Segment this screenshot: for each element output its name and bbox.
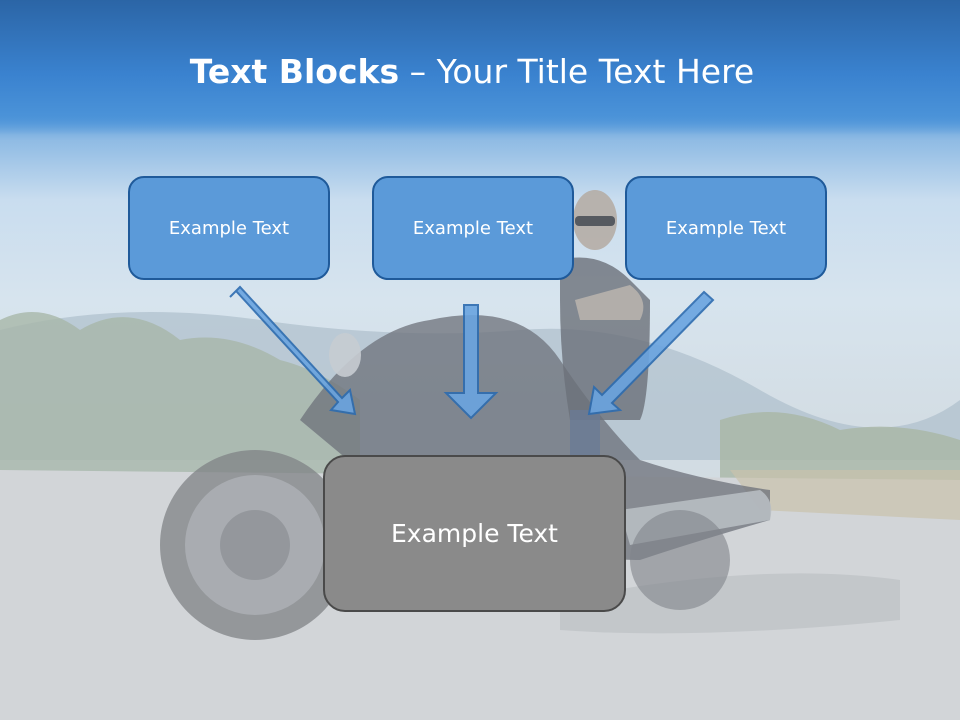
- title-bar: [0, 0, 960, 135]
- text-box-middle[interactable]: Example Text: [372, 176, 574, 280]
- text-box-right[interactable]: Example Text: [625, 176, 827, 280]
- arrow-middle: [443, 304, 499, 420]
- arrow-left: [229, 285, 357, 416]
- slide-title: Text Blocks – Your Title Text Here: [0, 52, 944, 91]
- arrow-right: [587, 290, 715, 416]
- title-rest: Your Title Text Here: [436, 52, 755, 91]
- text-box-center[interactable]: Example Text: [323, 455, 626, 612]
- text-box-left[interactable]: Example Text: [128, 176, 330, 280]
- title-bold: Text Blocks: [189, 52, 400, 91]
- title-separator: –: [399, 52, 437, 91]
